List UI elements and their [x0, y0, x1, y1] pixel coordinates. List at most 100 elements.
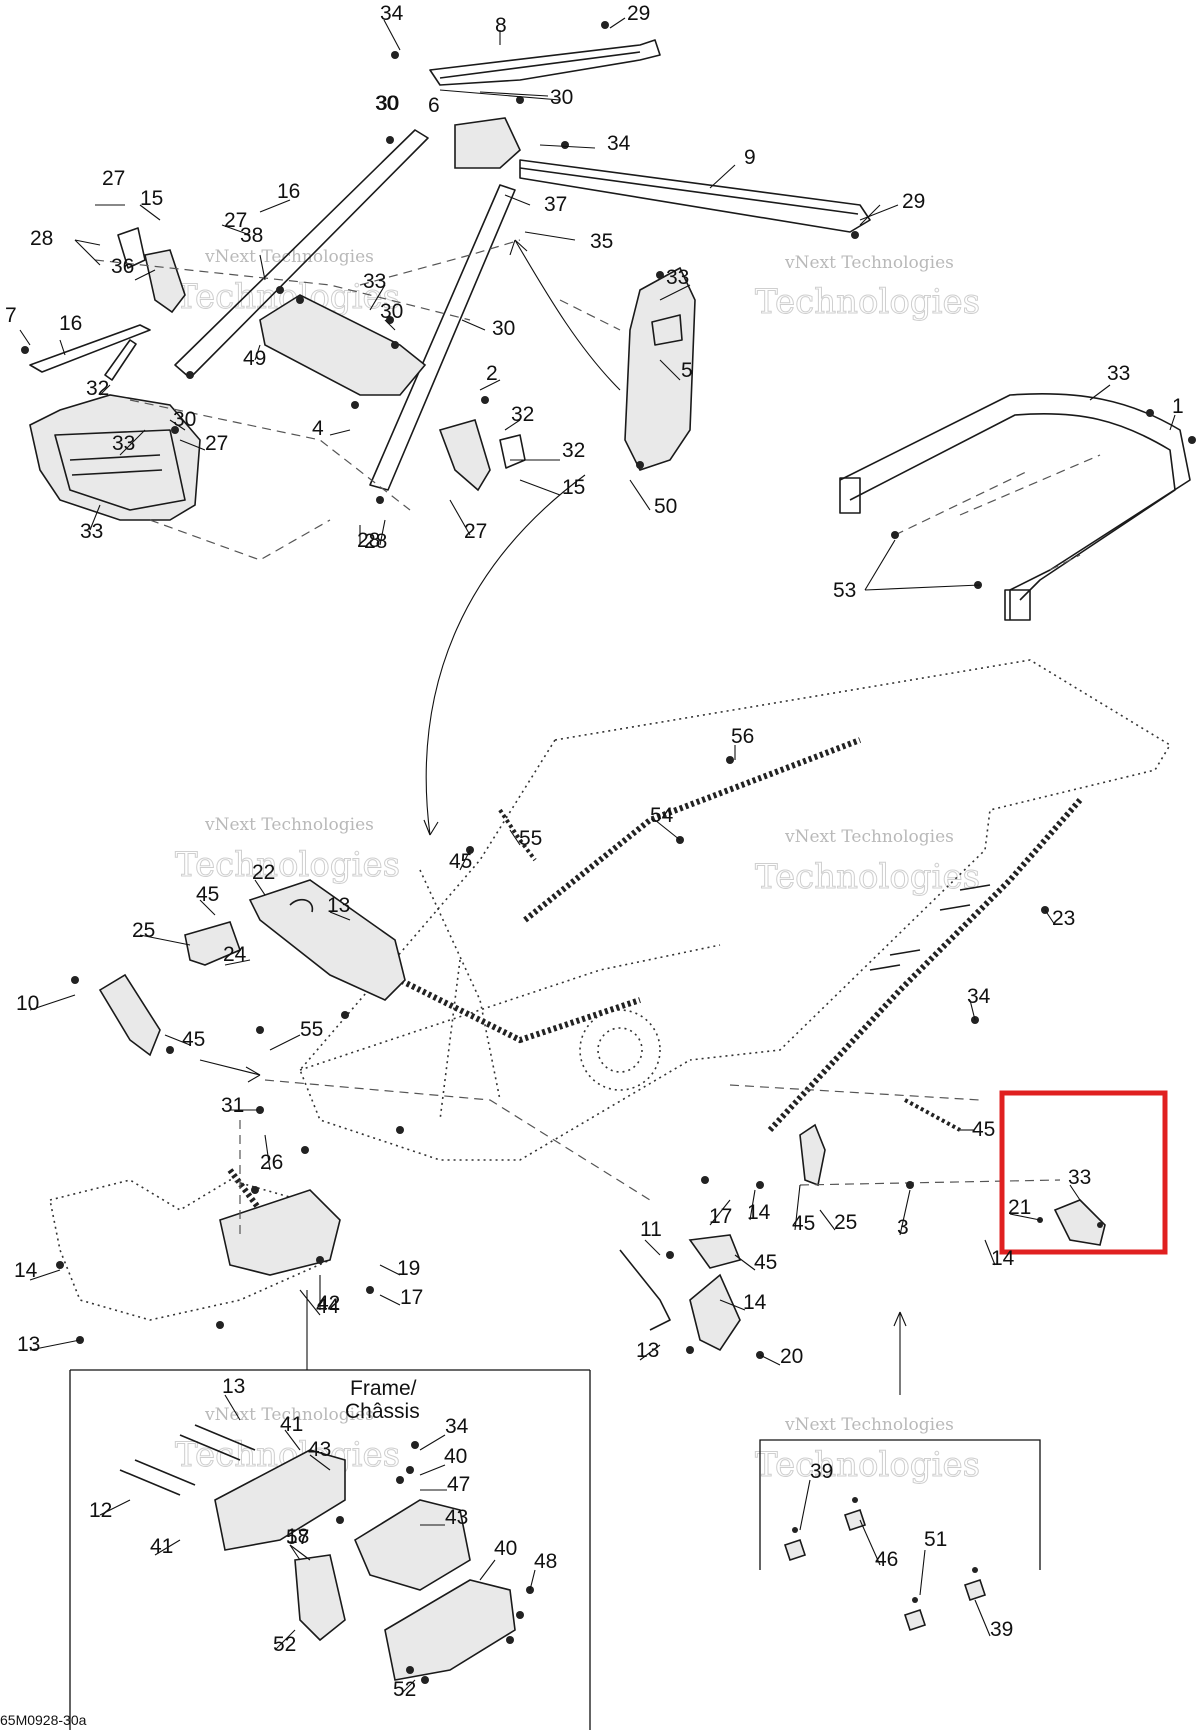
callout-leader-line [459, 849, 471, 871]
callout-number: 13 [636, 1339, 659, 1362]
callout-leader-line [1169, 414, 1176, 431]
callout-leader-line [289, 1544, 311, 1561]
callout-number: 34 [380, 2, 404, 25]
callout-leader-line [379, 1264, 401, 1276]
callout-number: 7 [5, 304, 17, 327]
callout-number: 37 [544, 193, 567, 216]
callout-number: 21 [1008, 1196, 1031, 1219]
callout-leader-line [1089, 384, 1111, 401]
callout-number: 2 [486, 362, 498, 385]
callout-leader-line [329, 911, 351, 921]
callout-number: 24 [223, 943, 247, 966]
callout-leader-line [524, 231, 576, 241]
callout-leader-line [461, 319, 486, 331]
callout-leader-line [859, 204, 899, 221]
callout-number: 27 [464, 520, 487, 543]
callout-number: 14 [743, 1291, 767, 1314]
callout-leader-line [139, 204, 161, 221]
callout-number: 14 [14, 1259, 38, 1282]
callout-number: 40 [494, 1537, 517, 1560]
callout-number: 45 [754, 1251, 777, 1274]
callout-leader-line [224, 959, 251, 966]
callout-leader-line [479, 379, 501, 391]
callout-number: 57 [286, 1526, 309, 1549]
watermark-text: Technologies [175, 845, 400, 885]
callout-number: 19 [397, 1257, 420, 1280]
callout-number: 56 [731, 725, 754, 748]
callout-leader-line [504, 194, 531, 206]
watermark-text: Technologies [755, 282, 980, 322]
callout-number: 9 [744, 146, 756, 169]
callout-number: 41 [150, 1535, 173, 1558]
callout-leader-line [29, 1339, 81, 1351]
callout-number: 15 [140, 187, 163, 210]
callout-number: 39 [990, 1618, 1013, 1641]
callout-leader-line [259, 254, 266, 281]
watermark-group: vNext Technologies Technologies vNext Te… [175, 247, 981, 1486]
callout-leader-line [709, 164, 736, 189]
callout-number: 33 [666, 266, 689, 289]
callout-leader-line [399, 1679, 416, 1696]
callout-number: 30 [550, 86, 573, 109]
callout-leader-line [659, 284, 691, 301]
callout-number: 27 [224, 209, 247, 232]
callout-number: 47 [447, 1473, 470, 1496]
callout-number: 40 [444, 1445, 467, 1468]
callout-number: 22 [252, 861, 275, 884]
callout-leader-line [479, 1559, 496, 1581]
callout-leader-line [709, 1199, 731, 1226]
callout-number: 30 [173, 408, 196, 431]
callout-number: 3 [897, 1216, 909, 1239]
tunnel-assembly [49, 659, 1172, 1395]
callout-leader-line [74, 239, 101, 246]
callout-number: 25 [834, 1211, 857, 1234]
callout-number: 33 [363, 270, 386, 293]
callout-leader-line [794, 1184, 801, 1231]
callout-number: 10 [16, 992, 39, 1015]
callout-number: 45 [182, 1028, 205, 1051]
callout-number: 17 [400, 1286, 423, 1309]
watermark-text: vNext Technologies [204, 1405, 374, 1425]
callout-number: 41 [280, 1413, 303, 1436]
callout-number: 54 [650, 804, 674, 827]
upper-column-assembly [21, 21, 871, 836]
pad-detail [759, 1439, 1041, 1632]
callout-leader-line [134, 269, 156, 281]
callout-leader-line [859, 204, 881, 226]
callout-leader-line [819, 1209, 836, 1231]
callout-leader-line [519, 479, 561, 496]
callout-number: 31 [221, 1094, 244, 1117]
callout-number: 13 [327, 894, 350, 917]
callout-leader-line [509, 829, 521, 846]
callout-number: 32 [562, 439, 585, 462]
callout-leader-line [264, 1134, 271, 1171]
callout-leader-line [379, 1294, 401, 1306]
callout-leader-line [799, 1479, 811, 1531]
callout-leader-line [254, 879, 266, 896]
callout-number: 28 [30, 227, 53, 250]
callout-number: 28 [364, 530, 387, 553]
callout-number: 16 [59, 312, 82, 335]
callout-number: 29 [902, 190, 925, 213]
callout-number: 35 [590, 230, 613, 253]
callout-number: 30 [375, 92, 398, 115]
callout-leader-line [984, 1239, 996, 1266]
watermark-text: vNext Technologies [204, 247, 374, 267]
callout-number: 33 [112, 432, 135, 455]
callout-leader-line [179, 439, 206, 451]
callout-number: 18 [286, 1525, 309, 1548]
callout-number: 14 [747, 1201, 771, 1224]
callout-leader-line [224, 1394, 241, 1421]
callout-leader-line [169, 419, 186, 431]
callout-leader-line [299, 1289, 321, 1316]
callout-leader-line [164, 1034, 191, 1046]
callout-leader-line [89, 504, 101, 531]
callout-leader-line [969, 999, 976, 1021]
callout-leader-line [259, 199, 291, 213]
callout-leader-line [629, 479, 651, 511]
callout-leader-line [719, 1299, 746, 1311]
callout-number: 38 [240, 224, 263, 247]
callout-leader-line [383, 19, 401, 51]
